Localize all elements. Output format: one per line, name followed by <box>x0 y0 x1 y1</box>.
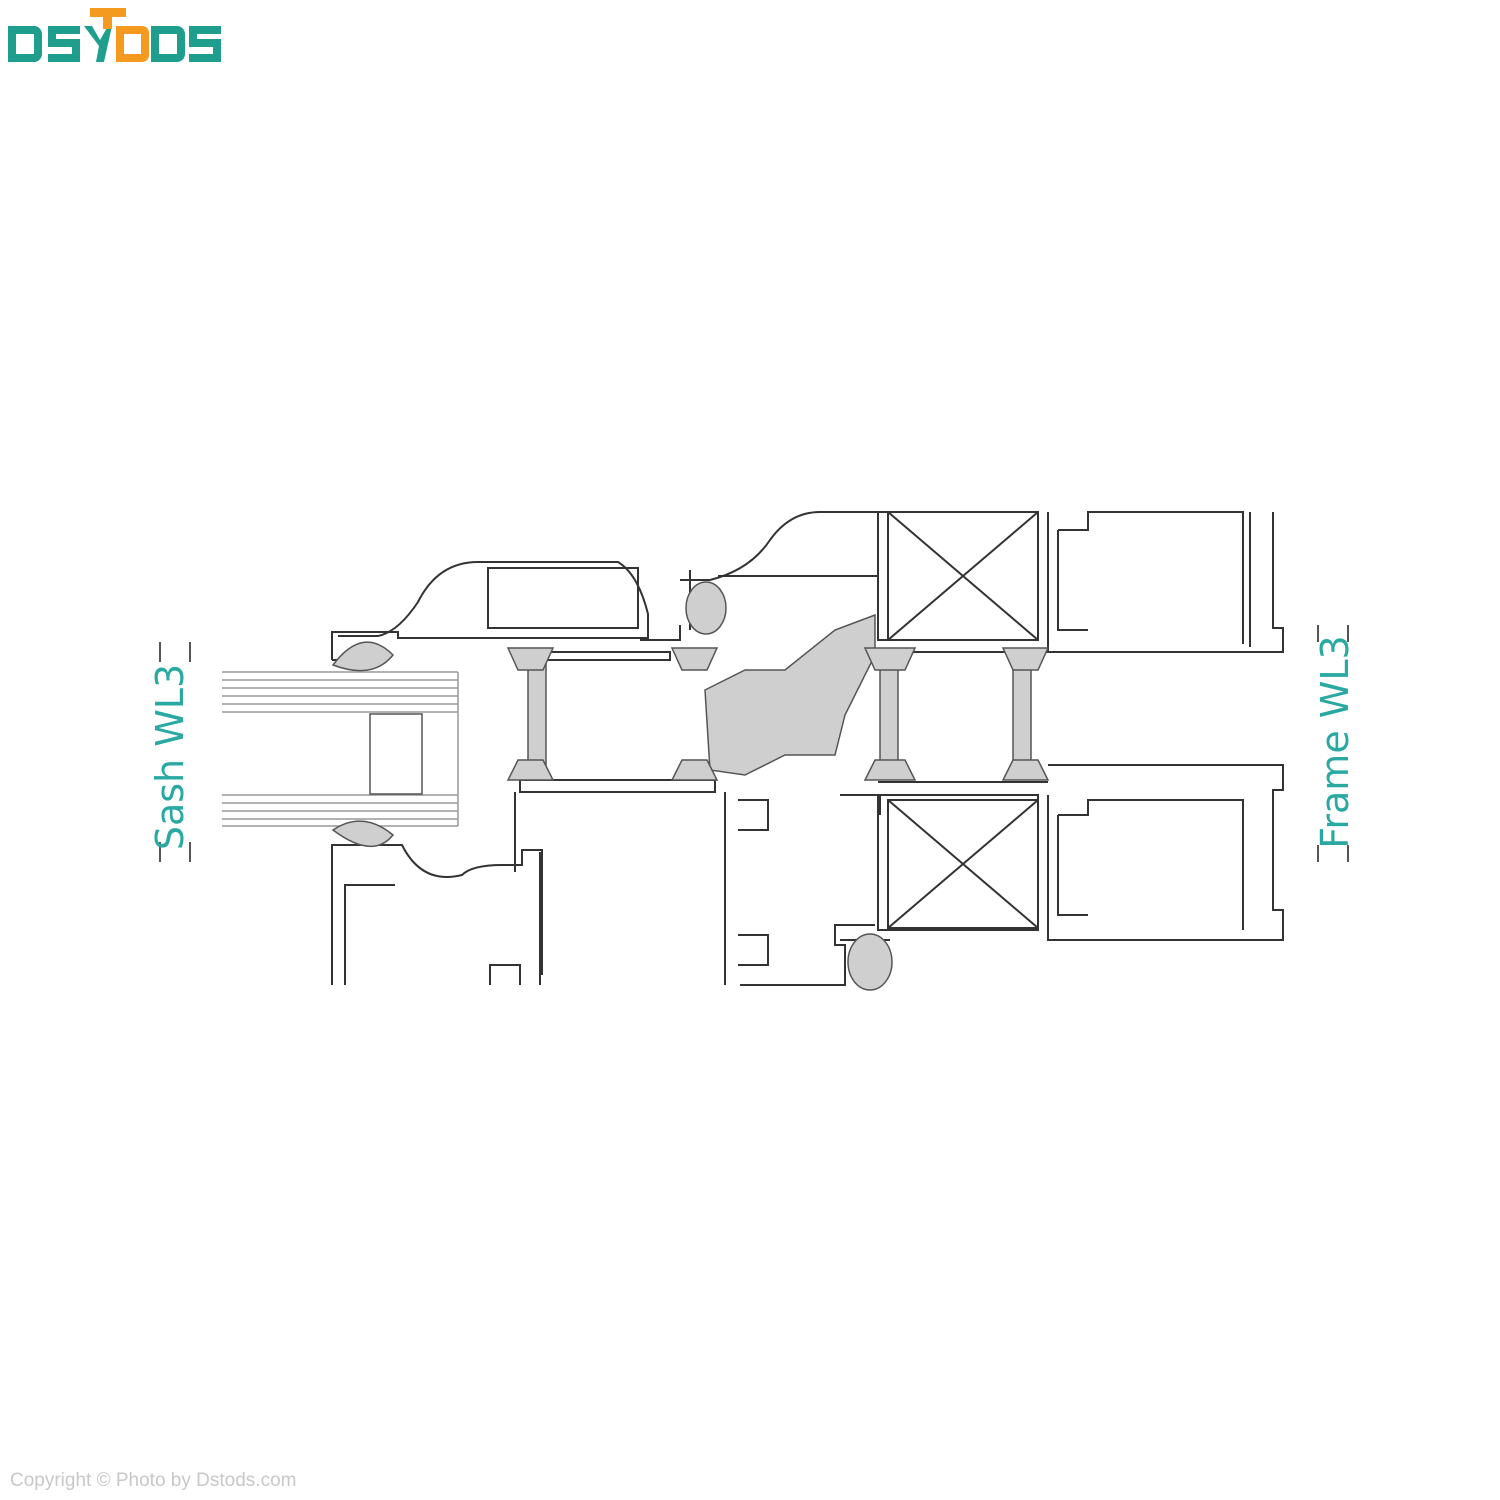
copyright-watermark: Copyright © Photo by Dstods.com <box>10 1470 297 1491</box>
dstods-logo <box>8 8 221 62</box>
frame-label: Frame WL3 <box>1313 635 1357 849</box>
thermal-break <box>331 581 1050 991</box>
sash-label: Sash WL3 <box>148 663 192 851</box>
glazing-unit <box>222 671 459 827</box>
